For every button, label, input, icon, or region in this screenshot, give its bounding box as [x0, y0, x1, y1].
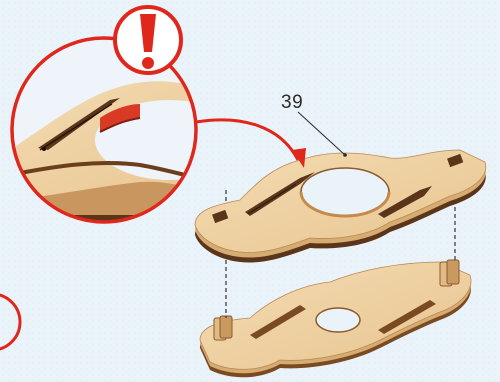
part-number-label: 39	[281, 92, 303, 114]
exclamation-warning-icon	[115, 7, 181, 73]
